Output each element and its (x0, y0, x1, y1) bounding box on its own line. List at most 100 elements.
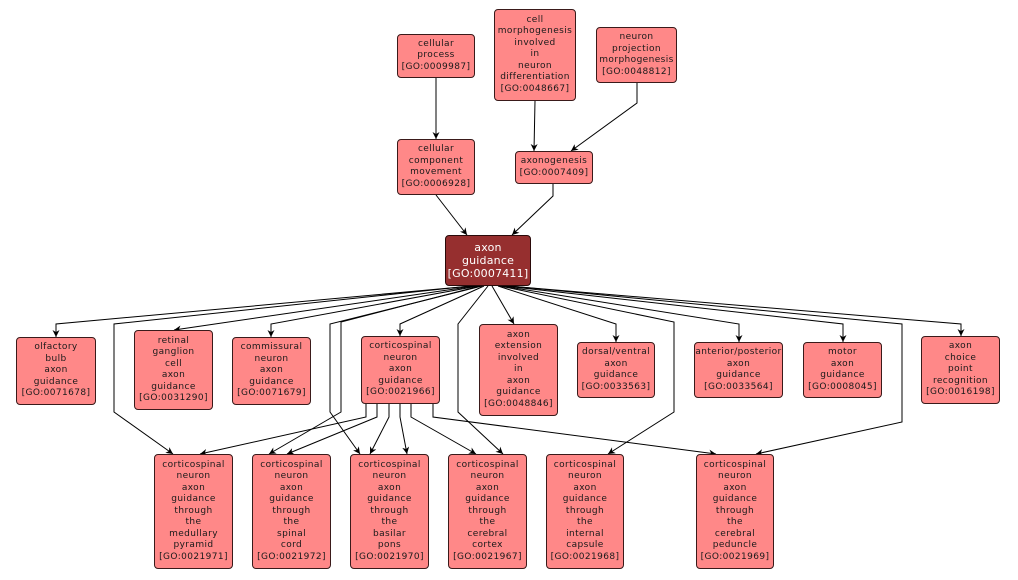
term-label-line: recognition (932, 375, 989, 386)
term-label-line: involved (497, 352, 540, 363)
go-id-label: [GO:0048846] (484, 398, 553, 409)
term-label-line: axon (723, 482, 747, 493)
term-label-line: guidance (820, 370, 865, 380)
term-label-line: peduncle (712, 540, 758, 551)
go-id-label: [GO:0071678] (21, 388, 91, 399)
term-label-line: cortex (472, 540, 503, 551)
go-term-node[interactable]: axonogenesis[GO:0007409] (515, 151, 593, 184)
term-label-line: morphogenesis (599, 55, 674, 65)
term-label-line: axon (161, 370, 186, 380)
term-label-line: corticospinal (456, 459, 519, 470)
go-id-label: [GO:0007411] (447, 267, 529, 280)
edge-arrow (173, 285, 476, 333)
edge-arrow (457, 285, 504, 455)
term-label-line: guidance (33, 376, 79, 387)
term-label-line: motor (827, 347, 857, 357)
go-id-label: [GO:0048812] (602, 66, 671, 77)
term-label-line: the (577, 517, 593, 528)
term-label-line: point (948, 364, 973, 375)
term-label-line: guidance (465, 494, 510, 505)
go-id-label: [GO:0021969] (700, 551, 770, 562)
term-label-line: involved (514, 37, 556, 48)
term-label-line: corticospinal (369, 341, 432, 352)
term-label-line: guidance (249, 376, 294, 387)
term-label-line: corticospinal (553, 459, 617, 470)
go-id-label: [GO:0031290] (139, 393, 208, 403)
term-label-line: axon (259, 365, 284, 376)
edge-arrow (399, 404, 410, 455)
term-label-line: olfactory (34, 342, 78, 353)
term-label-line: in (530, 49, 540, 60)
term-label-line: pons (377, 540, 402, 551)
edge-arrow (369, 404, 390, 455)
term-label-line: cord (280, 540, 303, 551)
term-label-line: cell (526, 14, 544, 25)
term-label-line: commissural (240, 342, 303, 353)
term-label-line: the (479, 517, 496, 528)
term-label-line: anterior/posterior (695, 347, 782, 357)
term-label-line: cellular (417, 38, 455, 49)
term-label-line: guidance (716, 370, 761, 380)
term-label-line: bulb (45, 353, 67, 364)
term-label-line: guidance (562, 494, 608, 505)
term-label-line: cerebral (467, 528, 508, 539)
term-label-line: axon (506, 375, 531, 386)
term-label-line: dorsal/ventral (581, 347, 651, 357)
term-label-line: capsule (566, 540, 604, 551)
edge-arrow (267, 285, 479, 337)
go-id-label: [GO:0021971] (159, 551, 228, 562)
term-label-line: the (185, 517, 202, 528)
term-label-line: through (565, 505, 605, 516)
edge-arrow (504, 285, 847, 342)
edge-arrow (499, 285, 675, 455)
term-label-line: axon (604, 358, 628, 369)
term-label-line: guidance (269, 494, 314, 505)
term-label-line: axon (573, 482, 597, 493)
go-id-label: [GO:0007409] (519, 167, 589, 178)
go-id-label: [GO:0033564] (704, 381, 773, 392)
edge-arrow (435, 194, 468, 236)
go-id-label: [GO:0021968] (550, 551, 620, 562)
term-label-line: process (417, 50, 455, 61)
edge-arrow (530, 100, 538, 152)
go-id-label: [GO:0021967] (453, 551, 522, 562)
term-label-line: axon (279, 482, 304, 493)
term-label-line: axon (726, 358, 751, 369)
go-id-label: [GO:0071679] (237, 388, 306, 399)
go-id-label: [GO:0016198] (926, 387, 995, 398)
edge-arrow (113, 285, 471, 455)
term-label-line: corticospinal (358, 459, 421, 470)
term-label-line: axon (474, 241, 502, 254)
term-label-line: in (513, 364, 523, 375)
edge-arrow (432, 404, 717, 457)
term-label-line: axon (388, 364, 413, 375)
term-label-line: ganglion (152, 347, 195, 357)
term-label-line: guidance (171, 494, 216, 505)
term-label-line: the (381, 517, 398, 528)
edge-arrow (286, 404, 378, 455)
term-label-line: axon (181, 482, 206, 493)
term-label-line: neuron (567, 471, 603, 482)
term-label-line: through (174, 505, 213, 516)
go-id-label: [GO:0021970] (355, 551, 424, 562)
